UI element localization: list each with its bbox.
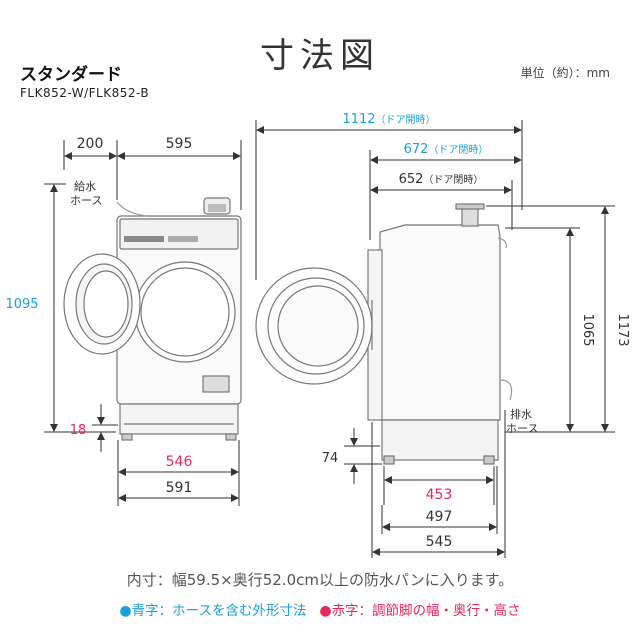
side-water-inlet xyxy=(461,207,479,227)
side-dimensions xyxy=(255,120,615,558)
dim-200-value: 200 xyxy=(77,136,104,152)
label-water-hose-line1: 給水 xyxy=(74,179,96,193)
label-water-hose-line2: ホース xyxy=(70,194,102,207)
dim-595-value: 595 xyxy=(166,136,193,152)
legend-red-text: 赤字：調節脚の幅・奥行・高さ xyxy=(331,603,521,619)
label-drain-hose-line1: 排水 xyxy=(510,407,532,421)
dim-74-value: 74 xyxy=(322,451,339,466)
model-number: FLK852-W/FLK852-B xyxy=(20,86,150,100)
footer-note: 内寸：幅59.5×奥行52.0cm以上の防水パンに入ります。 xyxy=(126,571,514,589)
dim-18-value: 18 xyxy=(70,423,87,438)
front-control-panel xyxy=(119,218,239,250)
front-view xyxy=(63,197,242,441)
front-dimensions xyxy=(44,140,242,506)
page-title: 寸法図 xyxy=(260,36,380,76)
dim-672-value: 672（ドア閉時） xyxy=(404,142,489,157)
side-base xyxy=(381,419,499,461)
legend-blue-text: 青字：ホースを含む外形寸法 xyxy=(131,603,307,619)
dim-546-value: 546 xyxy=(166,454,193,470)
side-view xyxy=(255,203,513,465)
front-filter-panel xyxy=(202,375,230,393)
front-base xyxy=(119,403,239,435)
legend-red-dot: ● xyxy=(319,603,332,619)
dim-453-value: 453 xyxy=(426,487,453,503)
dim-1095-value: 1095 xyxy=(5,297,38,312)
legend-blue-dot: ● xyxy=(119,603,132,619)
dim-545-value: 545 xyxy=(426,534,453,550)
label-drain-hose-line2: ホース xyxy=(506,422,538,435)
front-water-hose xyxy=(116,201,148,217)
dim-1112-value: 1112（ドア開時） xyxy=(342,112,435,127)
unit-label: 単位（約）：mm xyxy=(520,66,610,80)
side-machine-body xyxy=(379,224,501,421)
dim-591-value: 591 xyxy=(166,480,193,496)
dimension-labels: 給水 ホース 排水 ホース 200 595 1095 18 546 591 11… xyxy=(5,112,630,550)
front-display xyxy=(124,236,164,242)
footer-legend: ●青字：ホースを含む外形寸法 ●赤字：調節脚の幅・奥行・高さ xyxy=(0,599,640,619)
dim-497-value: 497 xyxy=(426,509,453,525)
dim-1173-value: 1173 xyxy=(615,313,630,346)
dim-1065-value: 1065 xyxy=(580,313,595,346)
side-drain-hose xyxy=(499,379,513,401)
dim-652-value: 652（ドア閉時） xyxy=(399,172,484,187)
model-name: スタンダード xyxy=(20,65,122,85)
front-door-ring xyxy=(134,261,236,363)
